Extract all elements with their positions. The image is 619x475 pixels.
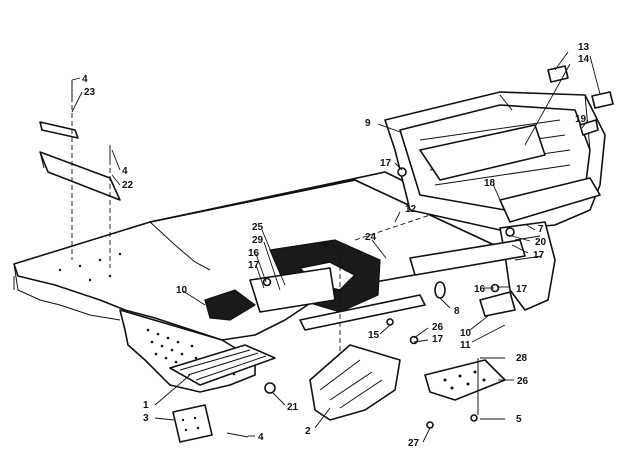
- leader-lines: [71, 51, 601, 443]
- decal-plates: [547, 65, 614, 136]
- callout-17: 17: [516, 284, 528, 295]
- hitch-bracket: [309, 344, 401, 421]
- callout-7: 7: [538, 224, 544, 235]
- callout-14: 14: [578, 54, 590, 65]
- callout-13: 13: [578, 42, 590, 53]
- callout-4: 4: [322, 240, 328, 251]
- callout-19: 19: [575, 114, 587, 125]
- callout-4: 4: [82, 74, 88, 85]
- callout-25: 25: [252, 222, 264, 233]
- callout-10-label: 10: [460, 328, 472, 339]
- callout-16: 16: [474, 284, 486, 295]
- callout-24: 24: [365, 232, 377, 243]
- callout-18: 18: [484, 178, 496, 189]
- footrest-pad: [424, 359, 506, 401]
- callout-1: 1: [143, 400, 149, 411]
- callout-22: 22: [122, 180, 134, 191]
- callout-4: 4: [258, 432, 264, 443]
- left-brackets: [39, 80, 121, 268]
- callout-6: 10: [176, 285, 188, 296]
- callout-20: 20: [535, 237, 547, 248]
- callout-9: 9: [365, 118, 371, 129]
- center-brackets: [249, 239, 526, 360]
- callout-29: 29: [252, 235, 264, 246]
- side-panel-perforations: [58, 252, 236, 376]
- callout-26: 26: [517, 376, 529, 387]
- cover-plate: [172, 404, 213, 443]
- callout-16: 16: [248, 248, 260, 259]
- callouts: 4 23 4 22 9 17 18 13 14 19 7 20 17 12 24…: [82, 42, 590, 449]
- callout-12: 12: [405, 204, 417, 215]
- callout-26-upper: 26: [432, 322, 444, 333]
- callout-2: 2: [305, 426, 311, 437]
- callout-8: 8: [454, 306, 460, 317]
- rear-dashed-outline: [354, 214, 506, 251]
- callout-15-label: 15: [368, 330, 380, 341]
- callout-17: 17: [248, 260, 260, 271]
- callout-11: 11: [460, 340, 471, 351]
- callout-3: 3: [143, 413, 149, 424]
- rear-rack: [384, 91, 606, 231]
- callout-27: 27: [408, 438, 420, 449]
- callout-17: 17: [380, 158, 392, 169]
- callout-17-label: 17: [432, 334, 444, 345]
- callout-28: 28: [516, 353, 528, 364]
- callout-23: 23: [84, 87, 96, 98]
- callout-5: 5: [516, 414, 522, 425]
- callout-21: 21: [287, 402, 299, 413]
- callout-17: 17: [533, 250, 545, 261]
- callout-4: 4: [122, 166, 128, 177]
- running-board: [169, 344, 276, 386]
